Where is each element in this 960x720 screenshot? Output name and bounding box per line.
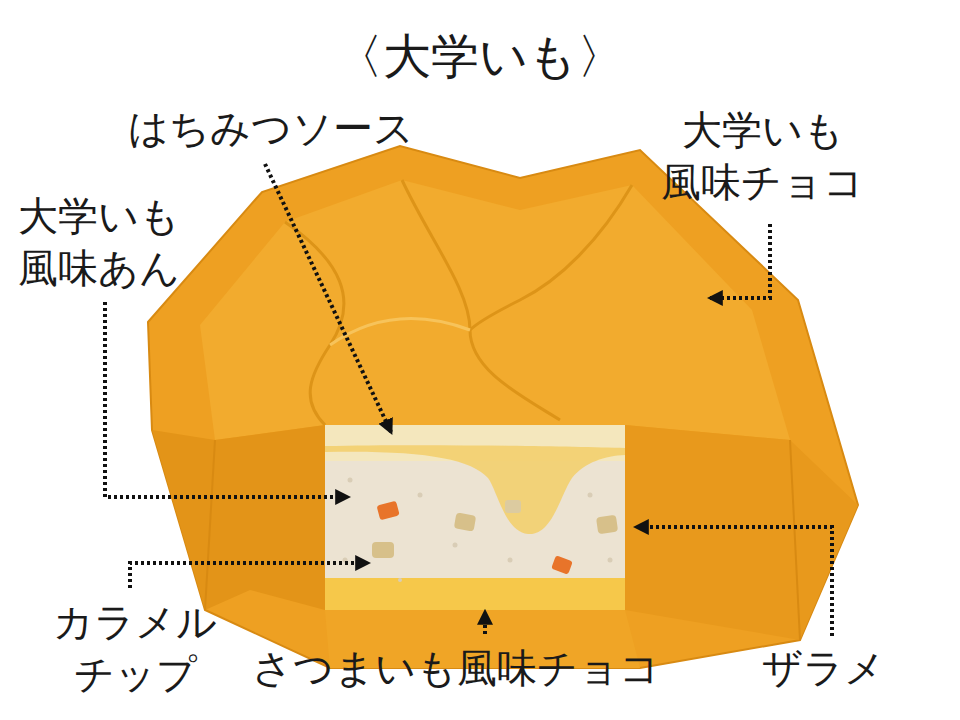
swirl-line (470, 185, 632, 330)
speckle (348, 478, 353, 483)
caramel-chip (372, 542, 394, 558)
sweet-potato-piece (551, 555, 573, 574)
title-slot: 〈大学いも〉 (0, 28, 960, 86)
zarame-crystal (505, 500, 521, 513)
chocolate-right-face (625, 425, 858, 640)
label-slot: さつまいも風味チョコ (252, 642, 660, 694)
leader-line (483, 612, 487, 634)
part-label: ザラメ (762, 642, 885, 694)
sweet-potato-chocolate-layer (325, 578, 625, 610)
caramel-chip (596, 515, 618, 535)
part-label: はちみつソース (128, 102, 414, 154)
leader-line (265, 164, 391, 432)
chocolate-edge (205, 440, 215, 610)
label-slot: ザラメ (762, 642, 885, 694)
swirl-highlight (330, 319, 470, 345)
swirl-line (285, 222, 344, 425)
speckle (588, 493, 593, 498)
speckle (398, 578, 402, 582)
label-slot: 大学いも 風味チョコ (650, 104, 875, 208)
speckle (418, 493, 423, 498)
label-slot: カラメル チップ (40, 596, 230, 700)
leader-line (710, 224, 770, 298)
part-label: 大学いも 風味あん (18, 190, 208, 294)
swirl-line (402, 180, 560, 420)
part-label: さつまいも風味チョコ (252, 642, 660, 694)
honey-sauce (325, 445, 625, 534)
part-label: カラメル チップ (40, 596, 230, 700)
label-slot: はちみつソース (128, 102, 414, 154)
sweet-potato-piece (377, 501, 400, 521)
leader-line (636, 527, 832, 636)
label-slot: 大学いも 風味あん (18, 190, 208, 294)
speckle (453, 543, 458, 548)
filling-section (325, 425, 625, 610)
filling-speckles (343, 478, 613, 583)
speckle (508, 558, 513, 563)
title: 〈大学いも〉 (0, 28, 960, 86)
leader-line (105, 302, 348, 497)
caramel-chip (454, 512, 476, 531)
chocolate-top-face (200, 180, 790, 440)
leader-line (130, 563, 368, 588)
speckle (608, 558, 613, 563)
chocolate-body (148, 146, 858, 668)
chocolate-left-face (152, 425, 325, 610)
part-label: 大学いも 風味チョコ (650, 104, 875, 208)
chocolate-edge (790, 440, 800, 640)
